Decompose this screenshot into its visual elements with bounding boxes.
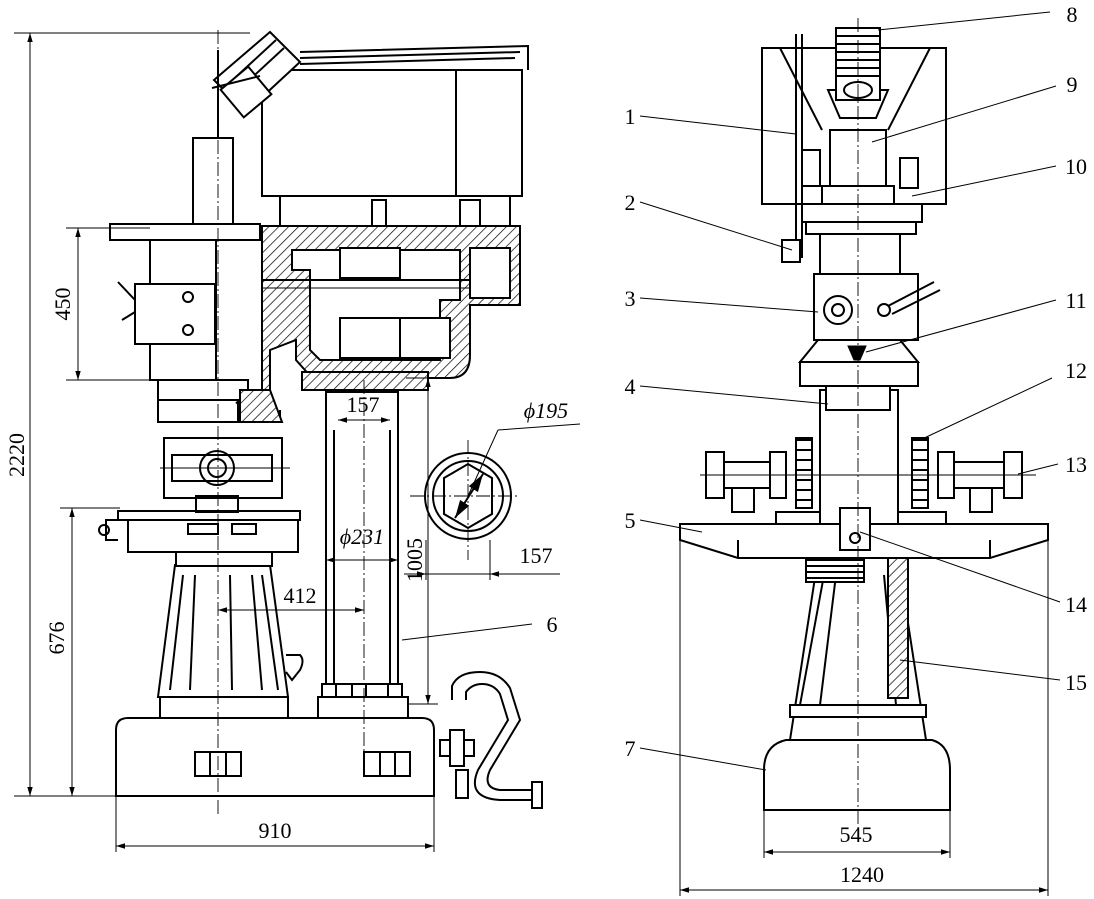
left-head <box>109 137 284 423</box>
dim-right-table-width: 1240 <box>840 862 884 887</box>
callout-10: 10 <box>1065 154 1087 179</box>
dim-overall-height: 2220 <box>4 433 29 477</box>
dim-head-height: 450 <box>50 288 75 321</box>
dim-right-base-width: 545 <box>840 822 873 847</box>
callout-7: 7 <box>625 736 636 761</box>
callout-2: 2 <box>625 190 636 215</box>
left-table <box>98 510 301 553</box>
callout-8: 8 <box>1067 2 1078 27</box>
dim-column-spacing-top: 157 <box>347 392 380 417</box>
left-dimension-lines <box>14 32 581 852</box>
callout-11: 11 <box>1065 288 1086 313</box>
callout-6: 6 <box>547 612 558 637</box>
dim-column-height: 1005 <box>402 538 427 582</box>
right-head-housing <box>801 203 941 341</box>
dim-base-width: 910 <box>259 818 292 843</box>
dim-bore-diameter: ϕ195 <box>524 398 568 423</box>
dim-column-offset: 412 <box>284 583 317 608</box>
callout-9: 9 <box>1067 72 1078 97</box>
left-view: 2220 450 676 910 412 ϕ231 ϕ195 157 157 1… <box>4 30 581 852</box>
left-columns <box>325 391 399 685</box>
dim-column-spacing-right: 157 <box>520 543 553 568</box>
dim-column-diameter: ϕ231 <box>340 524 384 549</box>
right-view: 545 1240 1 2 3 4 5 7 8 9 10 11 12 13 14 … <box>625 2 1087 896</box>
callout-3: 3 <box>625 286 636 311</box>
callout-13: 13 <box>1065 452 1087 477</box>
callout-12: 12 <box>1065 358 1087 383</box>
left-motor-hood <box>211 30 529 197</box>
callout-4: 4 <box>625 374 636 399</box>
callout-14: 14 <box>1065 592 1087 617</box>
column-foot <box>317 696 409 719</box>
right-dimension-lines <box>679 540 1049 896</box>
callout-15: 15 <box>1065 670 1087 695</box>
left-gearbox <box>261 195 521 391</box>
pedestal-foot <box>159 696 289 719</box>
left-vise <box>160 437 290 513</box>
callout-1: 1 <box>625 104 636 129</box>
coolant-pipe <box>439 670 543 809</box>
right-callout-leaders <box>639 11 1061 771</box>
left-base <box>115 717 435 797</box>
left-pedestal <box>156 551 304 698</box>
dim-table-height: 676 <box>44 622 69 655</box>
right-motor <box>761 27 947 263</box>
callout-5: 5 <box>625 508 636 533</box>
right-lower-head <box>797 339 921 411</box>
right-feed-mechanism <box>700 437 1036 513</box>
right-base <box>763 739 951 811</box>
